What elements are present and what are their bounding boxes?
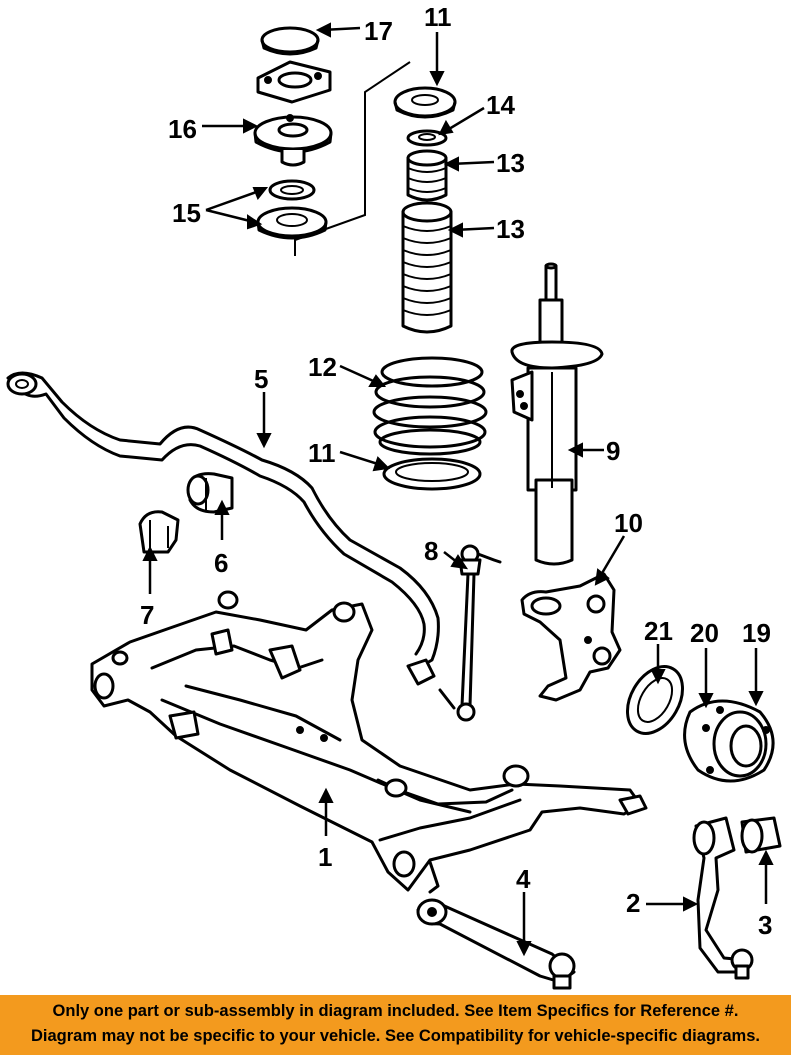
part-6-bushing (186, 472, 234, 514)
part-11-upper-spring-seat (393, 86, 457, 119)
part-1-subframe (90, 590, 648, 894)
part-15-washer (406, 129, 448, 147)
disclaimer-banner: Only one part or sub-assembly in diagram… (0, 995, 791, 1055)
exploded-view-bracket (294, 61, 411, 256)
part-21-dust-shield (626, 665, 684, 735)
part-9-strut (510, 262, 604, 566)
part-19-20-wheel-hub (683, 699, 775, 783)
part-13-dust-boot (401, 201, 453, 334)
callout-4: 4 (516, 864, 531, 894)
callout-10: 10 (614, 508, 643, 538)
callout-1: 1 (318, 842, 332, 872)
callout-5: 5 (254, 364, 268, 394)
callout-16: 15 (172, 198, 201, 228)
disclaimer-line-2: Diagram may not be specific to your vehi… (31, 1027, 760, 1045)
callout-labels: 17 16 15 11 14 13 13 12 11 9 10 5 6 7 8 … (140, 2, 772, 940)
callout-21: 21 (644, 616, 673, 646)
part-11-lower-spring-pad (382, 457, 482, 491)
part-16-bearing-washer (256, 179, 328, 240)
part-12-coil-spring (372, 356, 488, 456)
suspension-parts-diagram: 17 16 15 11 14 13 13 12 11 9 10 5 6 7 8 … (6, 2, 782, 990)
callout-6: 6 (214, 548, 228, 578)
leader-lines (142, 22, 774, 957)
part-7-bracket (138, 510, 180, 554)
callout-14: 13 (496, 148, 525, 178)
callout-9: 9 (606, 436, 620, 466)
callout-11-lower: 11 (308, 438, 336, 468)
part-3-bushing (740, 816, 782, 854)
part-14-bump-stop (406, 149, 448, 202)
part-17-strut-mount (253, 60, 333, 167)
callout-20: 20 (690, 618, 719, 648)
part-2-control-arm (692, 816, 754, 980)
disclaimer-line-1: Only one part or sub-assembly in diagram… (52, 1002, 739, 1020)
part-5-stabilizer-bar (6, 371, 440, 686)
callout-11-top: 11 (424, 2, 452, 32)
part-18-dust-cap (260, 26, 320, 56)
callout-7: 7 (140, 600, 154, 630)
callout-18: 17 (364, 16, 393, 46)
callout-13: 13 (496, 214, 525, 244)
callout-19: 19 (742, 618, 771, 648)
callout-12: 12 (308, 352, 337, 382)
callout-3: 3 (758, 910, 772, 940)
callout-17: 16 (168, 114, 197, 144)
part-10-steering-knuckle (520, 572, 622, 702)
part-4-lower-control-arm (416, 898, 576, 990)
callout-2: 2 (626, 888, 640, 918)
callout-8: 8 (424, 536, 438, 566)
callout-15: 14 (486, 90, 515, 120)
part-8-stabilizer-link (438, 544, 502, 722)
